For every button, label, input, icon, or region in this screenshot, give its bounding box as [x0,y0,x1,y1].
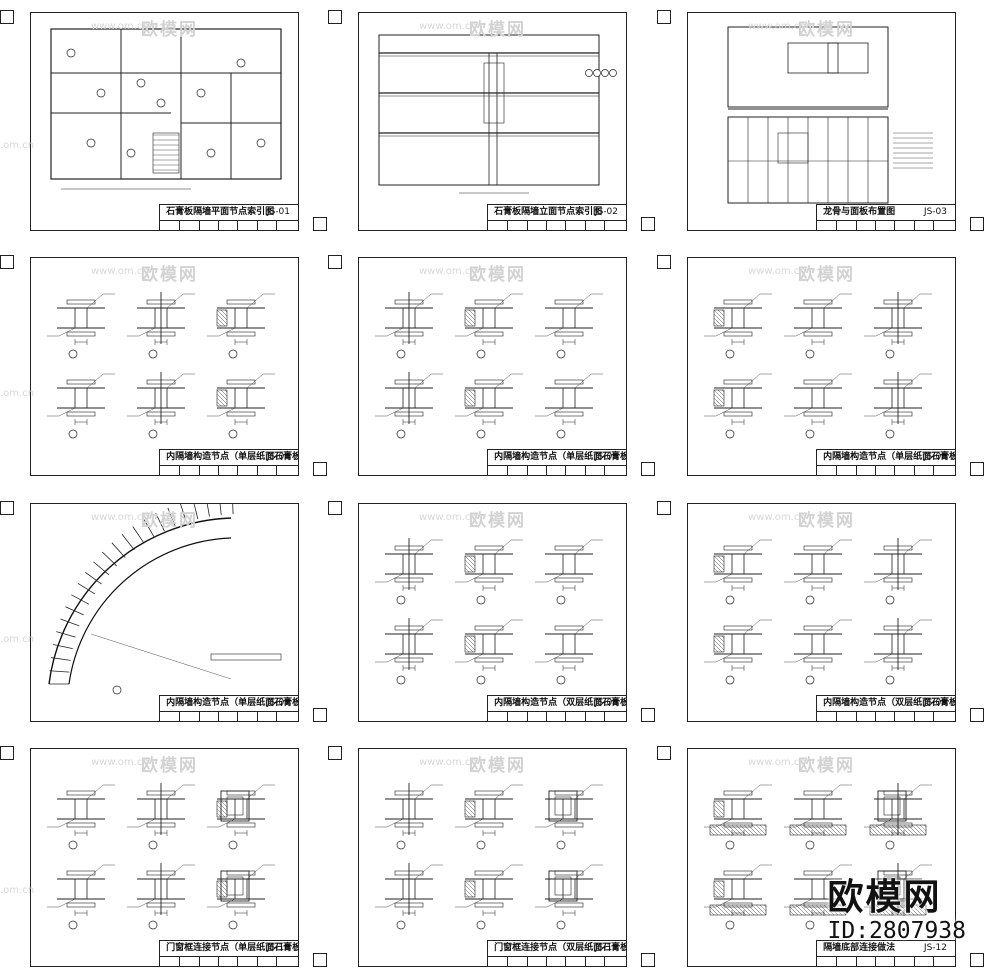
drawing-id: ID:2807938 [827,918,966,944]
sheet-side-tab [641,953,655,967]
sheet-title: 内隔墙构造节点（双层纸面石膏板） [817,696,955,712]
sheet-side-tab [641,462,655,476]
watermark-site: .om.cn [0,885,35,896]
sheet-code: JS-06 [923,452,947,462]
sheet-code: JS-07 [266,698,290,708]
sheet-code: JS-11 [594,943,618,953]
sheet-code: JS-10 [266,943,290,953]
title-block: 内隔墙构造节点（单层纸面石膏板）JS-05 [487,449,626,475]
sheet-code: JS-03 [923,207,947,217]
title-block: 内隔墙构造节点（双层纸面石膏板）JS-09 [816,695,955,721]
sheet-side-tab [313,953,327,967]
sheet-code: JS-02 [594,207,618,217]
title-block: 内隔墙构造节点（单层纸面石膏板）JS-04 [159,449,298,475]
cad-drawing [704,783,932,930]
sheet-side-tab [0,746,14,760]
sheet-side-tab [641,708,655,722]
sheet-side-tab [328,746,342,760]
sheet-title: 内隔墙构造节点（单层纸面石膏板） [488,450,626,466]
cad-drawing [47,292,275,439]
sheet-title: 门窗框连接节点（双层纸面石膏板） [488,941,626,957]
sheet-side-tab [657,501,671,515]
watermark-site: .om.cn [0,388,35,399]
sheet-side-tab [313,217,327,231]
sheet-side-tab [970,462,984,476]
cad-drawing [378,34,617,194]
watermark-site: .om.cn [0,634,35,645]
sheet-side-tab [0,501,14,515]
sheet-side-tab [328,501,342,515]
title-block: 内隔墙构造节点（单层纸面石膏板）JS-06 [816,449,955,475]
sheet-side-tab [641,217,655,231]
sheet-code: JS-12 [923,943,947,953]
cad-drawing [48,504,282,695]
cad-drawing [375,538,603,685]
cad-drawing [375,292,603,439]
sheet-side-tab [313,708,327,722]
title-block: 内隔墙构造节点（双层纸面石膏板）JS-08 [487,695,626,721]
sheet-side-tab [970,217,984,231]
title-block: 内隔墙构造节点（单层纸面石膏板）JS-07 [159,695,298,721]
sheet-code: JS-04 [266,452,290,462]
sheet-title: 门窗框连接节点（单层纸面石膏板） [160,941,298,957]
sheet-title: 石膏板隔墙立面节点索引图 [488,205,626,221]
sheet-title: 隔墙底部连接做法 [817,941,955,957]
cad-drawing [704,538,932,685]
cad-drawing [704,292,932,439]
sheet-title: 石膏板隔墙平面节点索引图 [160,205,298,221]
sheet-code: JS-09 [923,698,947,708]
sheet-side-tab [0,10,14,24]
sheet-side-tab [328,10,342,24]
sheet-side-tab [970,708,984,722]
sheet-code: JS-05 [594,452,618,462]
sheet-code: JS-08 [594,698,618,708]
sheet-side-tab [0,255,14,269]
brand-stamp: 欧模网 ID:2807938 [827,877,966,945]
sheet-side-tab [313,462,327,476]
sheet-code: JS-01 [266,207,290,217]
sheet-title: 内隔墙构造节点（单层纸面石膏板） [817,450,955,466]
sheet-title: 内隔墙构造节点（单层纸面石膏板） [160,450,298,466]
cad-drawing [375,783,603,930]
sheet-side-tab [657,10,671,24]
cad-drawing [727,26,933,204]
brand-logo: 欧模网 [827,877,942,918]
cad-drawing [47,783,275,930]
sheet-title: 内隔墙构造节点（单层纸面石膏板） [160,696,298,712]
title-block: 门窗框连接节点（双层纸面石膏板）JS-11 [487,940,626,966]
sheet-side-tab [657,746,671,760]
sheet-side-tab [328,255,342,269]
sheet-side-tab [970,953,984,967]
sheet-title: 龙骨与面板布置图 [817,205,955,221]
sheet-title: 内隔墙构造节点（双层纸面石膏板） [488,696,626,712]
watermark-site: .om.cn [0,140,35,151]
sheet-side-tab [657,255,671,269]
cad-drawing [50,28,282,190]
title-block: 门窗框连接节点（单层纸面石膏板）JS-10 [159,940,298,966]
